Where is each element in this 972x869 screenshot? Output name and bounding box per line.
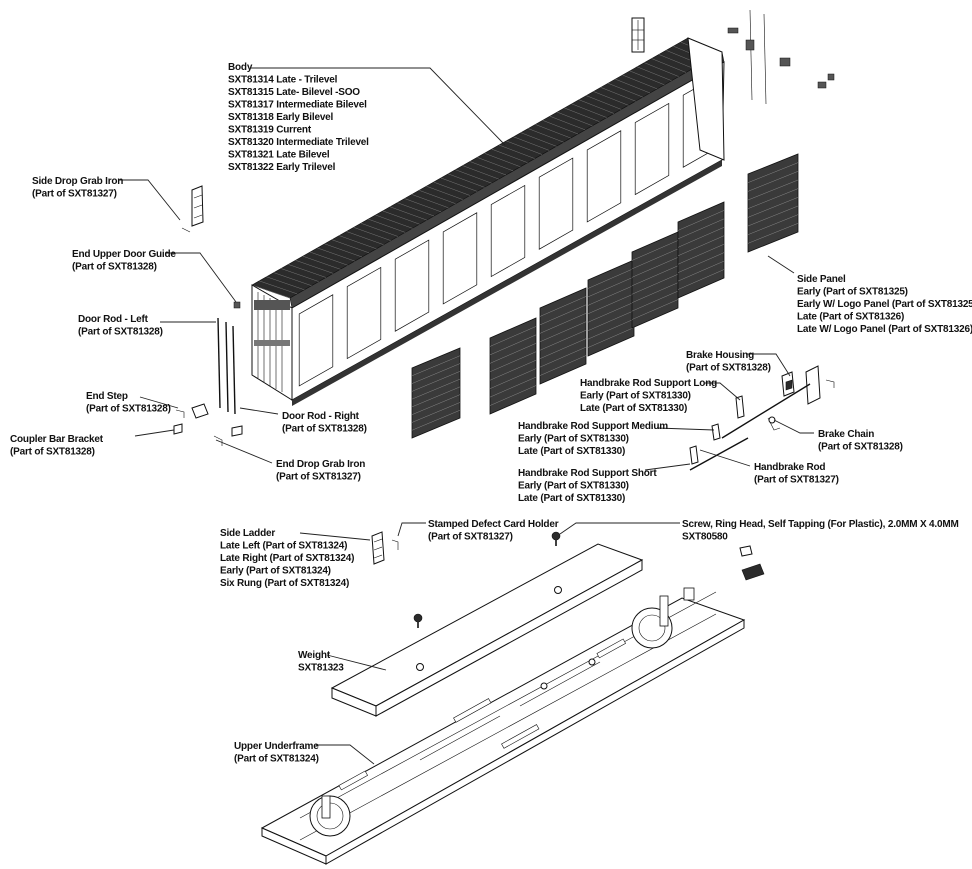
callout-line: Early (Part of SXT81330) (518, 434, 629, 445)
callout-line: Body (228, 62, 253, 73)
callout-line: Late (Part of SXT81330) (580, 403, 687, 414)
callout-line: SXT81315 Late- Bilevel -SOO (228, 87, 360, 98)
callout-line: Early (Part of SXT81330) (580, 391, 691, 402)
callout-handbrake-rod: Handbrake Rod (Part of SXT81327) (754, 462, 839, 486)
callout-door-rod-left: Door Rod - Left (Part of SXT81328) (78, 314, 163, 338)
callout-line: SXT81321 Late Bilevel (228, 150, 330, 161)
callout-line: Late W/ Logo Panel (Part of SXT81326) (797, 324, 972, 335)
callout-end-drop-grab-iron: End Drop Grab Iron (Part of SXT81327) (276, 459, 365, 483)
callout-line: Early (Part of SXT81324) (220, 566, 331, 577)
upper-underframe (260, 587, 746, 865)
callout-line: Screw, Ring Head, Self Tapping (For Plas… (682, 519, 959, 530)
callout-line: (Part of SXT81327) (428, 532, 513, 543)
callout-line: SXT81322 Early Trilevel (228, 162, 336, 173)
callout-line: SXT81317 Intermediate Bilevel (228, 100, 367, 111)
callout-line: (Part of SXT81328) (282, 424, 367, 435)
callout-line: (Part of SXT81328) (818, 442, 903, 453)
callout-line: Late (Part of SXT81330) (518, 493, 625, 504)
end-fittings-top (631, 9, 835, 105)
callout-end-upper-door-guide: End Upper Door Guide (Part of SXT81328) (72, 249, 176, 273)
callout-line: Door Rod - Right (282, 411, 360, 422)
callout-line: (Part of SXT81324) (234, 754, 319, 765)
callout-line: (Part of SXT81327) (276, 472, 361, 483)
side-panel-grille (677, 201, 725, 299)
side-panels (411, 153, 799, 439)
side-panel-grille (587, 259, 635, 357)
callout-line: Early W/ Logo Panel (Part of SXT81325) (797, 299, 972, 310)
callout-line: (Part of SXT81328) (686, 363, 771, 374)
ladder-and-screw (371, 531, 765, 628)
callout-line: Coupler Bar Bracket (10, 434, 104, 445)
callout-line: Side Panel (797, 274, 846, 285)
callout-coupler-bar-bracket: Coupler Bar Bracket (Part of SXT81328) (10, 434, 104, 458)
callout-line: Early (Part of SXT81330) (518, 481, 629, 492)
callout-line: Late (Part of SXT81330) (518, 446, 625, 457)
callout-stamped-defect-card-holder: Stamped Defect Card Holder (Part of SXT81… (428, 519, 559, 543)
side-panel-grille (747, 153, 799, 253)
callout-line: (Part of SXT81328) (78, 327, 163, 338)
callout-line: Handbrake Rod Support Short (518, 468, 657, 479)
side-panel-grille (539, 287, 587, 385)
callout-line: SXT81323 (298, 663, 344, 674)
side-panel-grille (411, 347, 461, 439)
callout-line: Handbrake Rod (754, 462, 825, 473)
callout-line: (Part of SXT81328) (72, 262, 157, 273)
car-body (251, 37, 725, 406)
callout-line: Brake Chain (818, 429, 874, 440)
callout-line: Handbrake Rod Support Medium (518, 421, 668, 432)
callout-line: (Part of SXT81327) (754, 475, 839, 486)
callout-line: Upper Underframe (234, 741, 319, 752)
callout-upper-underframe: Upper Underframe (Part of SXT81324) (234, 741, 319, 765)
callout-line: (Part of SXT81328) (10, 447, 95, 458)
callout-line: Handbrake Rod Support Long (580, 378, 717, 389)
weight-plate (330, 543, 644, 717)
brake-parts (689, 365, 835, 471)
left-small-parts (173, 185, 243, 446)
callout-door-rod-right: Door Rod - Right (Part of SXT81328) (282, 411, 367, 435)
callout-line: SXT80580 (682, 532, 728, 543)
callout-brake-chain: Brake Chain (Part of SXT81328) (818, 429, 903, 453)
callout-screw: Screw, Ring Head, Self Tapping (For Plas… (682, 519, 959, 543)
callout-line: End Drop Grab Iron (276, 459, 365, 470)
callout-line: Late Left (Part of SXT81324) (220, 541, 347, 552)
callout-line: End Step (86, 391, 128, 402)
callout-line: Late Right (Part of SXT81324) (220, 553, 354, 564)
side-panel-grille (489, 317, 537, 415)
callout-line: (Part of SXT81328) (86, 404, 171, 415)
callout-line: Door Rod - Left (78, 314, 149, 325)
callout-line: SXT81318 Early Bilevel (228, 112, 334, 123)
callout-line: Stamped Defect Card Holder (428, 519, 559, 530)
callout-brake-housing: Brake Housing (Part of SXT81328) (686, 350, 771, 374)
callout-line: (Part of SXT81327) (32, 189, 117, 200)
side-panel-grille (631, 231, 679, 329)
callout-line: Late (Part of SXT81326) (797, 312, 904, 323)
callout-line: Side Ladder (220, 528, 275, 539)
callout-line: SXT81314 Late - Trilevel (228, 75, 338, 86)
callout-line: Brake Housing (686, 350, 754, 361)
callout-line: End Upper Door Guide (72, 249, 176, 260)
callout-line: Weight (298, 650, 331, 661)
callout-line: SXT81319 Current (228, 125, 312, 136)
callout-side-drop-grab-iron: Side Drop Grab Iron (Part of SXT81327) (32, 176, 123, 200)
callout-end-step: End Step (Part of SXT81328) (86, 391, 171, 415)
callout-line: Six Rung (Part of SXT81324) (220, 578, 349, 589)
callout-line: Early (Part of SXT81325) (797, 287, 908, 298)
leader-lines (118, 67, 814, 765)
callout-line: Side Drop Grab Iron (32, 176, 123, 187)
callout-line: SXT81320 Intermediate Trilevel (228, 137, 369, 148)
